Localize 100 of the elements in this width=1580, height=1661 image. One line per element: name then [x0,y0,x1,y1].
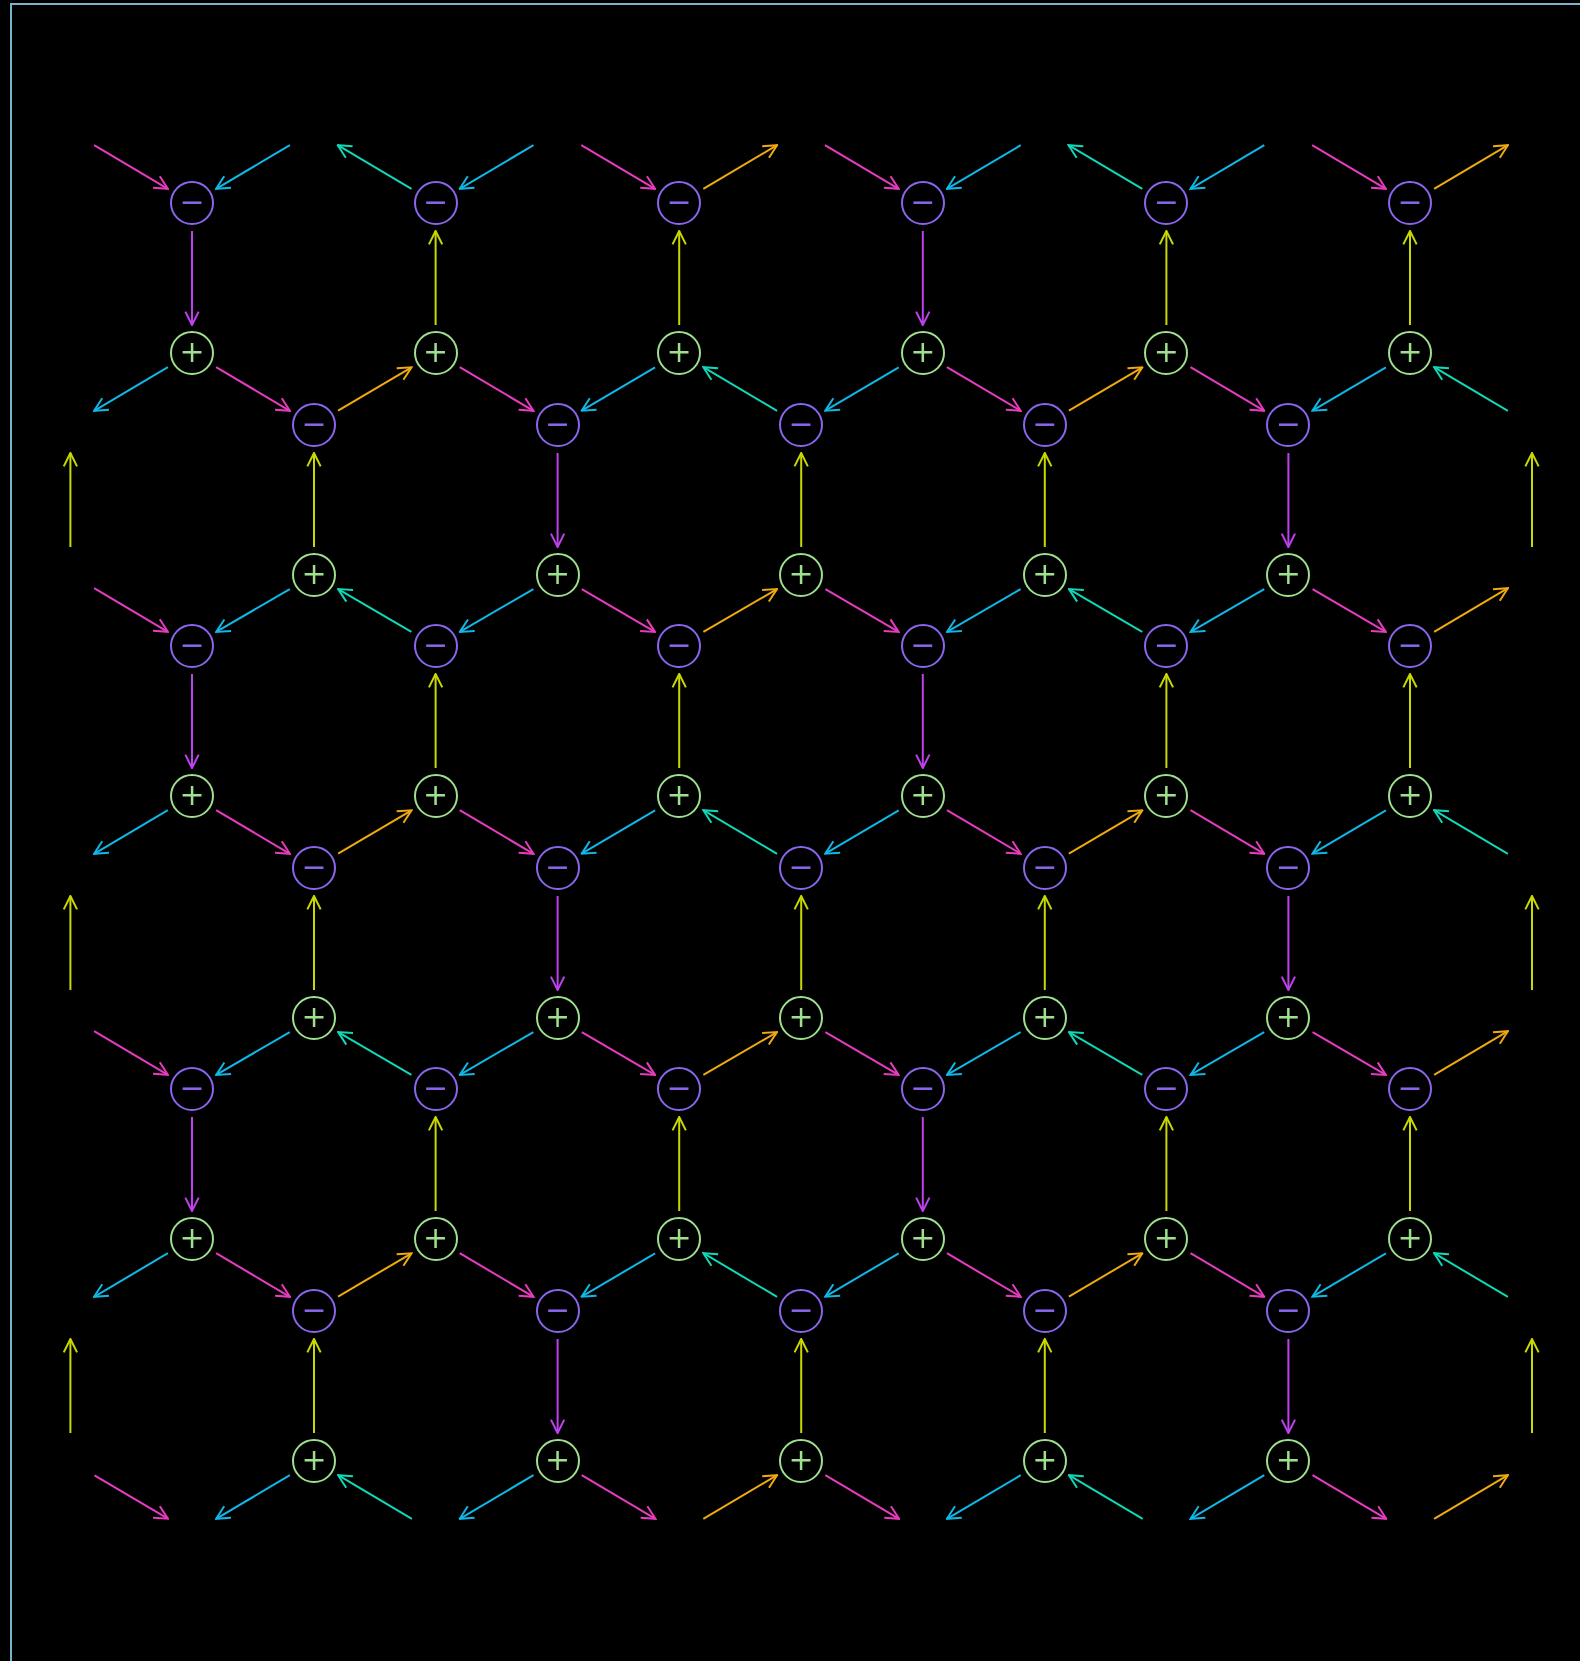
arrow [945,1252,1022,1298]
charge-sign: − [1397,629,1423,660]
arrow [215,1031,291,1076]
charge-circle [1388,181,1432,225]
arrow [1433,809,1509,855]
arrow [824,588,900,633]
arrow [793,895,809,991]
arrow [1037,1338,1053,1434]
arrow [458,144,535,190]
charge-circle [1266,1289,1311,1333]
charge-sign: + [423,336,449,367]
arrow [306,452,322,548]
charge-circle [1266,996,1311,1040]
charge-circle [535,403,580,447]
charge-circle [1388,774,1432,818]
charge-circle [900,181,945,225]
arrow [549,895,566,991]
arrow [1433,366,1509,412]
arrow [702,366,779,412]
arrow [1280,895,1297,991]
charge-sign: − [301,851,327,882]
charge-sign: + [1397,336,1423,367]
charge-circle [779,1289,824,1333]
charge-sign: − [1032,408,1058,439]
charge-circle [1022,846,1067,890]
arrow [93,1252,169,1298]
arrow [1189,144,1266,190]
arrow [337,1252,413,1298]
charge-circle [1022,553,1067,597]
arrow [215,588,291,633]
charge-circle [657,1067,702,1111]
arrow [306,1338,322,1434]
arrow [702,809,779,855]
arrow [1067,809,1144,855]
charge-sign: − [423,186,449,217]
charge-sign: + [788,1444,814,1475]
charge-circle [900,1217,945,1261]
arrow [580,1031,656,1076]
charge-sign: + [179,779,205,810]
arrow [458,1031,535,1076]
charge-sign: + [179,1222,205,1253]
arrow [427,1116,444,1212]
arrow [580,1474,657,1520]
arrow [458,588,535,633]
arrow [580,1252,657,1298]
charge-circle [170,1067,214,1111]
arrow [671,1116,687,1212]
arrow [915,1116,931,1212]
charge-circle [657,181,702,225]
arrow [184,230,200,326]
arrow [1037,895,1053,991]
charge-circle [292,403,336,447]
arrow [93,587,169,633]
arrow [458,366,535,412]
arrow [1189,366,1266,412]
charge-circle [779,846,824,890]
arrow [1068,588,1144,633]
charge-sign: + [910,779,936,810]
arrow [1402,673,1418,769]
arrow [580,366,657,412]
arrow [1311,366,1387,412]
arrow [1311,588,1387,633]
charge-circle [292,1439,336,1483]
charge-sign: − [910,186,936,217]
arrow [215,1252,291,1298]
arrow [580,809,657,855]
charge-sign: + [545,1001,571,1032]
arrow [824,809,900,855]
charge-sign: + [1032,558,1058,589]
charge-circle [657,1217,702,1261]
arrow [945,1474,1022,1520]
charge-circle [900,331,945,375]
arrow [1189,809,1266,855]
arrow [215,809,291,855]
charge-circle [1266,1439,1311,1483]
charge-sign: + [1275,1001,1301,1032]
charge-sign: + [666,779,692,810]
charge-sign: − [1153,186,1179,217]
arrow [1068,1031,1144,1076]
charge-sign: + [179,336,205,367]
arrow [1067,366,1144,412]
arrow [1067,144,1144,190]
charge-circle [657,331,702,375]
arrow [915,230,931,326]
arrow [1037,452,1053,548]
charge-circle [1144,331,1189,375]
arrow [306,895,322,991]
arrow [1311,144,1387,190]
charge-circle [413,181,458,225]
arrow [1433,144,1509,190]
arrow [184,673,200,769]
charge-sign: − [301,408,327,439]
charge-sign: − [788,851,814,882]
arrow [702,588,778,633]
arrow [549,1338,566,1434]
charge-circle [535,1439,580,1483]
arrow [1280,452,1297,548]
arrow [458,1252,535,1298]
arrow [793,1338,809,1434]
charge-sign: − [1397,186,1423,217]
